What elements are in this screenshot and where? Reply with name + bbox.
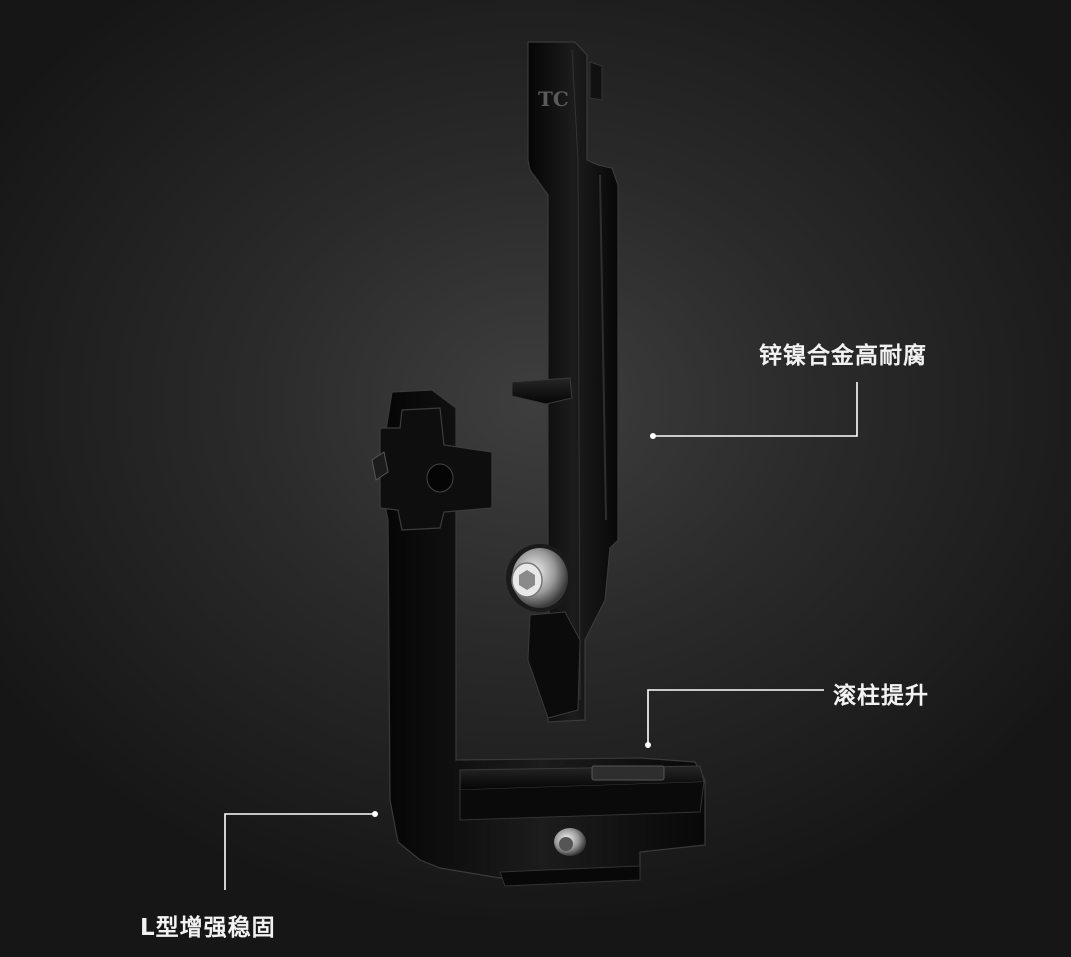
l-bracket	[371, 389, 706, 887]
callout-label-l-bracket: L型增强稳固	[140, 915, 276, 941]
callout-label-roller: 滚柱提升	[833, 683, 929, 709]
slider-bar	[506, 41, 619, 723]
brand-logo: TC	[538, 87, 569, 111]
callout-dot-1	[650, 433, 656, 439]
leader-lines	[224, 382, 858, 890]
callout-dot-3	[372, 811, 378, 817]
callout-label-corrosion: 锌镍合金高耐腐	[759, 343, 927, 369]
callout-dot-2	[645, 742, 651, 748]
